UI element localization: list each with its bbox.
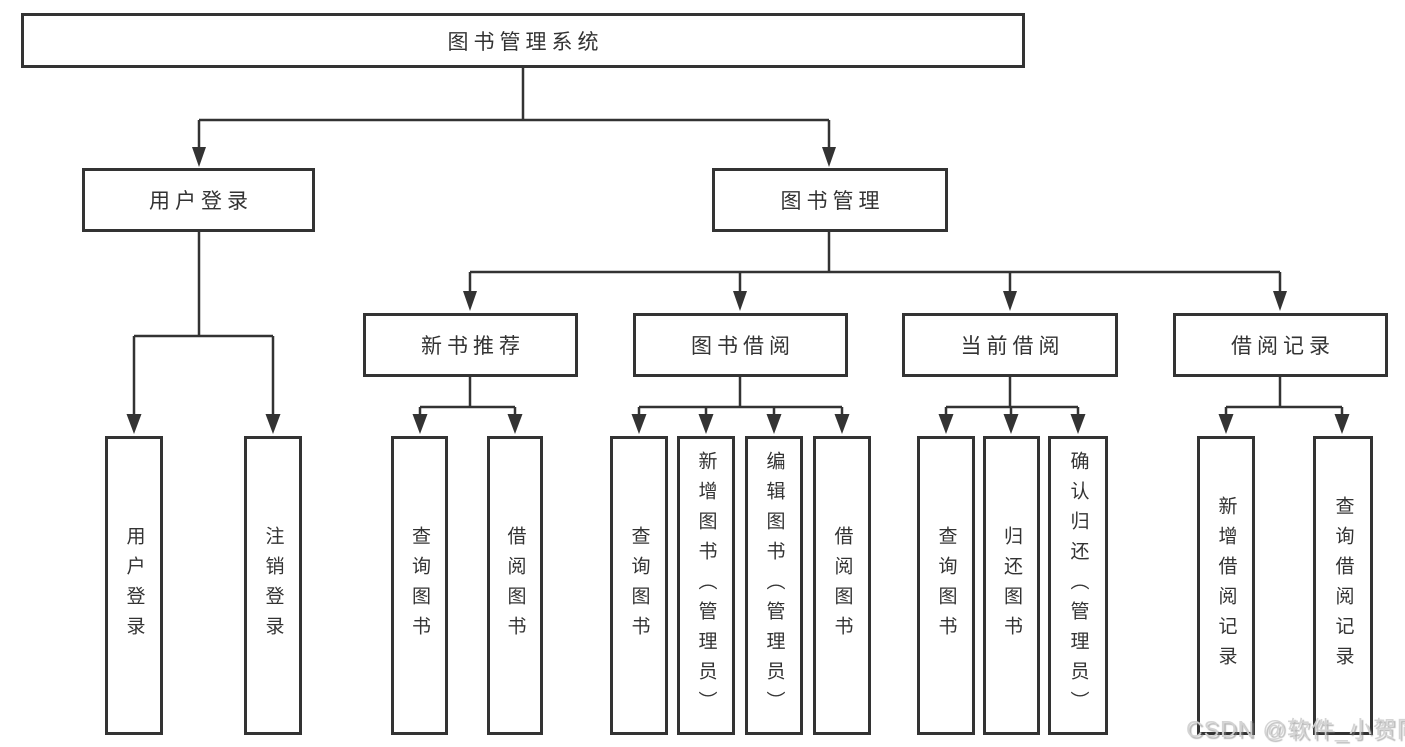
arrowhead (766, 414, 782, 434)
node-book-borrow: 图书借阅 (633, 313, 848, 377)
leaf-label: 归还图书 (1001, 525, 1022, 646)
node-new-book-recommend: 新书推荐 (363, 313, 578, 377)
node-leaf-query-book-3: 查询图书 (917, 436, 975, 735)
leaf-label: 注销登录 (262, 525, 284, 646)
node-leaf-query-borrow-record: 查询借阅记录 (1313, 436, 1373, 735)
connector-borrow-record-to-leaves (1224, 377, 1344, 416)
leaf-label: 借阅图书 (504, 525, 526, 646)
arrowhead (412, 414, 428, 434)
leaf-label: 新增借阅记录 (1215, 495, 1237, 676)
arrowhead (265, 414, 281, 434)
arrowhead (192, 147, 206, 167)
node-leaf-query-book-1: 查询图书 (391, 436, 448, 735)
leaf-label: 编辑图书（管理员） (763, 450, 785, 721)
connector-root-to-level2 (197, 68, 831, 150)
leaf-label: 新增图书（管理员） (695, 450, 717, 721)
node-borrow-record: 借阅记录 (1173, 313, 1388, 377)
arrowhead (1273, 291, 1287, 311)
leaf-label: 查询图书 (409, 525, 430, 646)
arrowhead (507, 414, 523, 434)
node-current-borrow: 当前借阅 (902, 313, 1118, 377)
node-leaf-borrow-book-2: 借阅图书 (813, 436, 871, 735)
node-leaf-borrow-book-1: 借阅图书 (487, 436, 543, 735)
arrowhead (631, 414, 647, 434)
node-book-management: 图书管理 (712, 168, 948, 232)
arrowhead (1334, 414, 1350, 434)
arrowhead (126, 414, 142, 434)
connector-current-borrow-to-leaves (944, 377, 1080, 416)
csdn-watermark: CSDN @软件_小贺同学 (1186, 716, 1405, 742)
node-root-system: 图书管理系统 (21, 13, 1025, 68)
node-leaf-query-book-2: 查询图书 (610, 436, 668, 735)
arrowhead (834, 414, 850, 434)
node-leaf-add-book: 新增图书（管理员） (677, 436, 735, 735)
leaf-label: 查询图书 (935, 525, 957, 646)
node-leaf-confirm-return: 确认归还（管理员） (1048, 436, 1108, 735)
arrowhead (938, 414, 954, 434)
connector-book-management-to-level3 (468, 232, 1282, 293)
leaf-label: 借阅图书 (831, 525, 853, 646)
node-leaf-logout: 注销登录 (244, 436, 302, 735)
node-leaf-user-login: 用户登录 (105, 436, 163, 735)
connector-book-borrow-to-leaves (637, 377, 844, 416)
node-leaf-add-borrow-record: 新增借阅记录 (1197, 436, 1255, 735)
node-leaf-return-book: 归还图书 (983, 436, 1040, 735)
arrowhead (822, 147, 836, 167)
leaf-label: 确认归还（管理员） (1067, 450, 1089, 721)
node-leaf-edit-book: 编辑图书（管理员） (745, 436, 803, 735)
leaf-label: 查询图书 (628, 525, 650, 646)
arrowhead (1070, 414, 1086, 434)
leaf-label: 用户登录 (123, 525, 145, 646)
arrowhead (463, 291, 477, 311)
arrowhead (698, 414, 714, 434)
leaf-label: 查询借阅记录 (1332, 495, 1354, 676)
node-user-login: 用户登录 (82, 168, 315, 232)
arrowhead (1003, 291, 1017, 311)
arrowhead (1003, 414, 1019, 434)
connector-new-book-recommend-to-leaves (418, 377, 517, 416)
connector-user-login-to-leaves (132, 232, 275, 416)
arrowhead (1218, 414, 1234, 434)
arrowhead (733, 291, 747, 311)
